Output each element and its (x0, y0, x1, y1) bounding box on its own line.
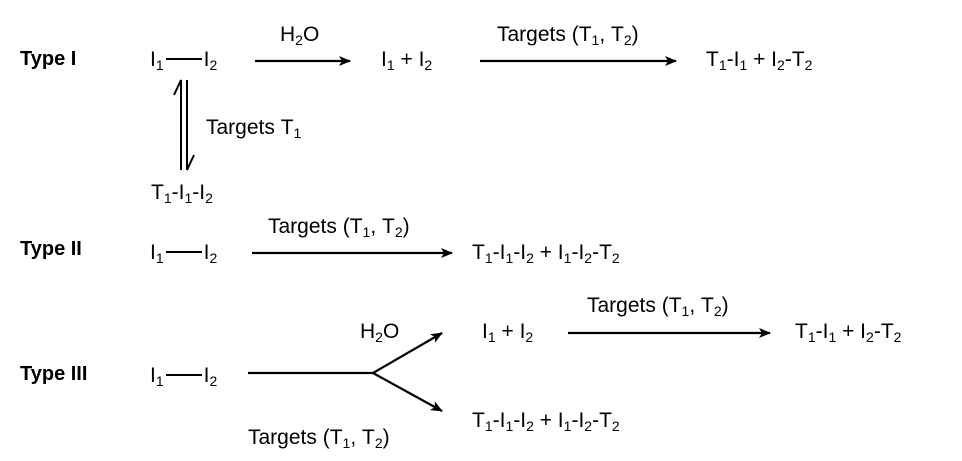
type3-targets-branch-arrow (372, 372, 443, 412)
type1-complex: T1-I1-I2 (151, 181, 213, 206)
type1-final-products: T1-I1 + I2-T2 (706, 48, 813, 73)
type3-split-products: I1 + I2 (482, 320, 534, 345)
type-1-label: Type I (20, 48, 77, 70)
type3-targets-label-top: Targets (T1, T2) (587, 294, 729, 319)
type3-final-products-top: T1-I1 + I2-T2 (795, 320, 902, 345)
bond-line (165, 374, 202, 376)
type1-equilibrium-up-arrow (173, 79, 182, 170)
type2-final-products: T1-I1-I2 + I1-I2-T2 (472, 241, 620, 266)
type1-split-products: I1 + I2 (381, 48, 433, 73)
bond-line (165, 58, 202, 60)
type3-targets-label-bottom: Targets (T1, T2) (248, 426, 390, 451)
type-3-label: Type III (20, 363, 88, 385)
type-2-label: Type II (20, 238, 82, 260)
type3-hydrolysis-branch-arrow (372, 332, 443, 374)
bond-line (165, 251, 202, 253)
type3-complex-products: T1-I1-I2 + I1-I2-T2 (472, 409, 620, 434)
type1-targets-label: Targets (T1, T2) (497, 23, 639, 48)
type1-equilibrium-down-arrow (186, 80, 195, 171)
type2-targets-label: Targets (T1, T2) (268, 215, 410, 240)
type1-equilibrium-label: Targets T1 (206, 116, 302, 141)
type1-water-label: H2O (280, 23, 320, 48)
type3-water-label: H2O (360, 320, 400, 345)
